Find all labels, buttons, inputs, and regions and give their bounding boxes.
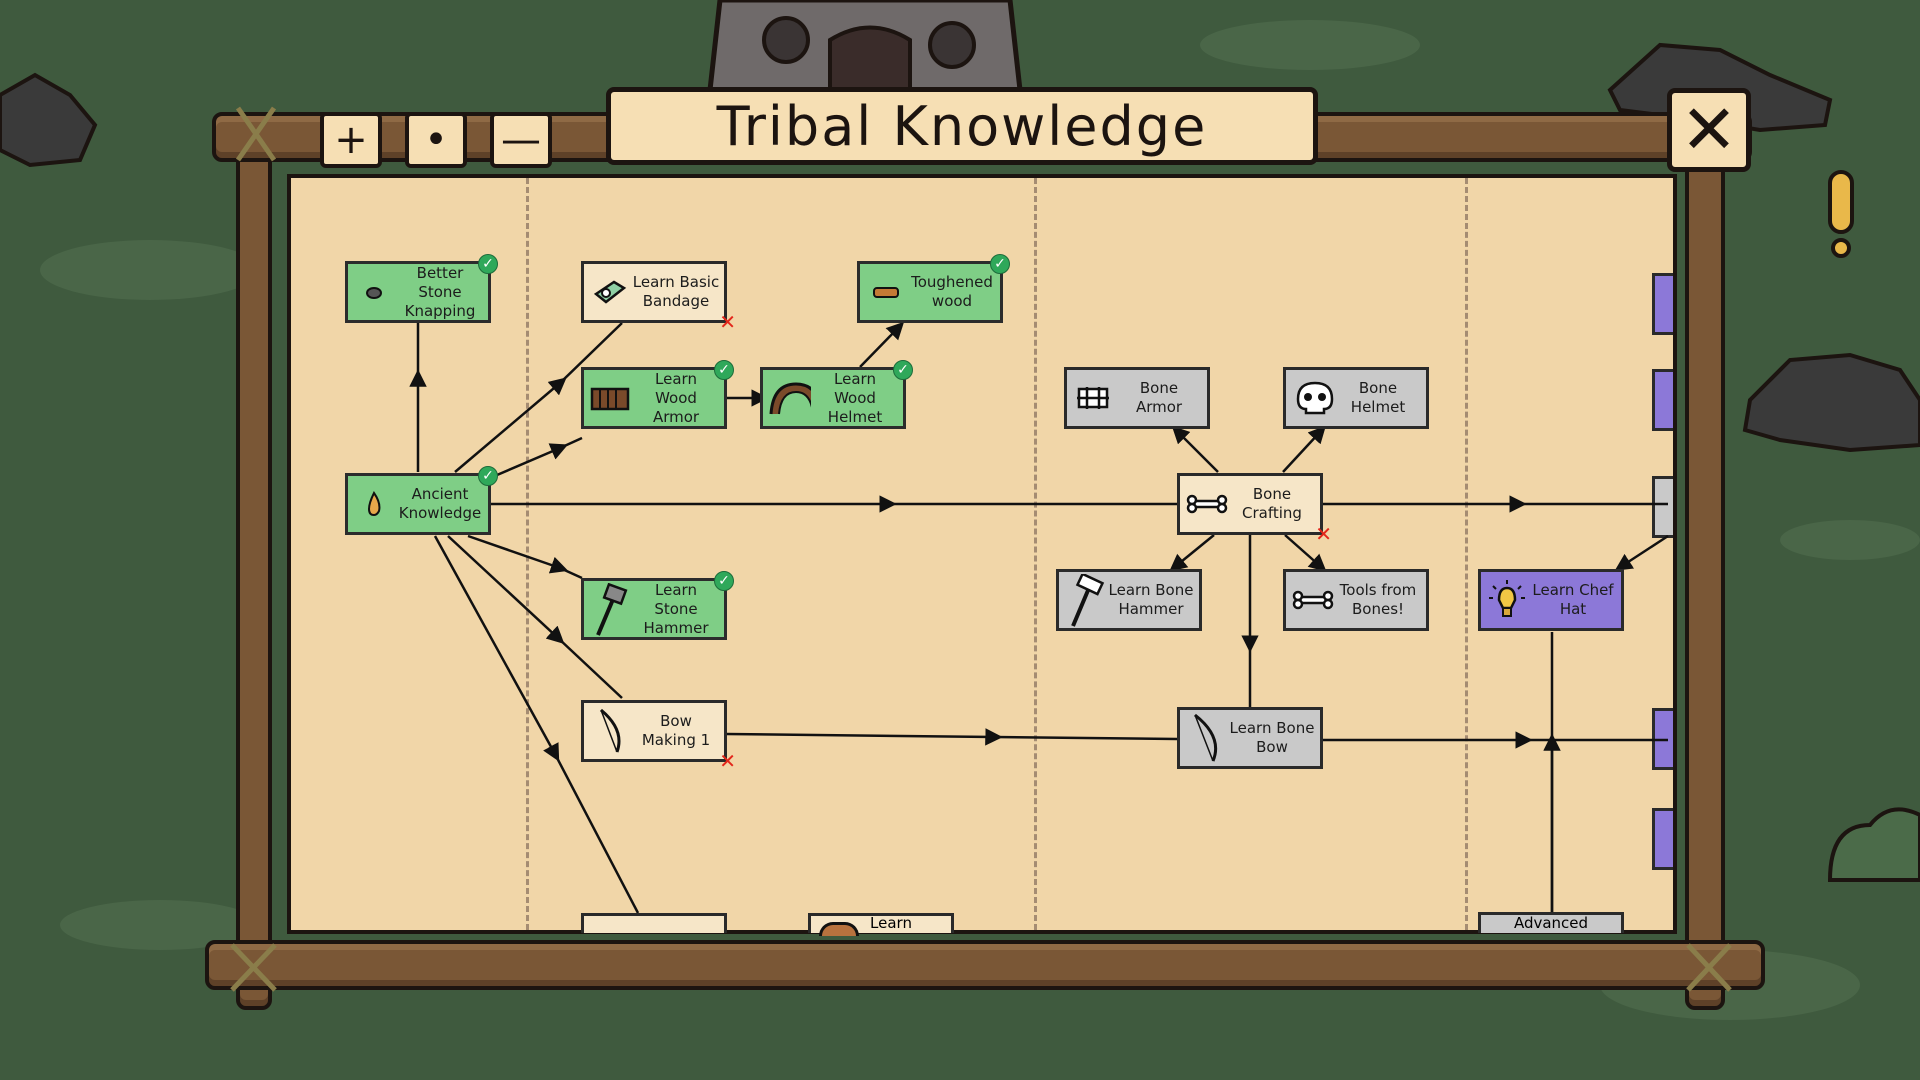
locked-node-offscreen[interactable] bbox=[1652, 476, 1673, 538]
node-learn-bone-hammer[interactable]: Learn Bone Hammer bbox=[1056, 569, 1202, 631]
bone-hammer-icon bbox=[1063, 574, 1107, 627]
skull-icon bbox=[1290, 376, 1334, 420]
node-label: Advanced bbox=[1513, 914, 1589, 932]
bone-icon bbox=[1290, 578, 1334, 622]
node-label: Learn Chef Hat bbox=[1532, 581, 1614, 618]
node-label: Learn Wood Armor bbox=[652, 369, 700, 426]
node-label: Ancient Knowledge bbox=[398, 485, 482, 522]
unavailable-x-icon: ✕ bbox=[1315, 522, 1332, 546]
special-node-offscreen[interactable] bbox=[1652, 369, 1673, 431]
bow-icon bbox=[588, 708, 632, 753]
wood-helmet-icon bbox=[767, 376, 811, 420]
node-label: Toughened wood bbox=[911, 273, 993, 310]
node-learn-wood-armor[interactable]: Learn Wood Armor ✓ bbox=[581, 360, 734, 429]
node-label: Learn Basic Bandage bbox=[632, 273, 720, 310]
node-bow-making-1[interactable]: Bow Making 1 ✕ bbox=[581, 700, 736, 773]
node-learn-chef-hat[interactable]: Learn Chef Hat bbox=[1478, 569, 1624, 631]
learned-check-icon: ✓ bbox=[714, 360, 734, 380]
zoom-reset-button[interactable]: • bbox=[405, 112, 467, 168]
node-ancient-knowledge[interactable]: Ancient Knowledge ✓ bbox=[345, 466, 498, 535]
learned-check-icon: ✓ bbox=[990, 254, 1010, 274]
node-label: Bow Making 1 bbox=[641, 712, 711, 749]
lightbulb-icon bbox=[1485, 578, 1529, 622]
page-title: Tribal Knowledge bbox=[606, 87, 1318, 165]
node-label: Learn Wood Helmet bbox=[827, 369, 883, 426]
learned-check-icon: ✓ bbox=[478, 466, 498, 486]
node-label: Learn Bone Bow bbox=[1229, 719, 1315, 756]
node-label: Learn Stone Hammer bbox=[643, 580, 709, 637]
stone-icon bbox=[352, 270, 396, 314]
node-learn-wood-helmet[interactable]: Learn Wood Helmet ✓ bbox=[760, 360, 913, 429]
wood-log-icon bbox=[864, 270, 908, 314]
node-bone-armor[interactable]: Bone Armor bbox=[1064, 367, 1210, 429]
node-partial-bottom-left[interactable] bbox=[581, 913, 727, 933]
wood-armor-icon bbox=[588, 376, 632, 420]
node-label: Bone Crafting bbox=[1242, 485, 1302, 522]
bowl-icon bbox=[819, 922, 859, 936]
node-learn-bone-bow[interactable]: Learn Bone Bow bbox=[1177, 707, 1323, 769]
tower-icon bbox=[707, 0, 1023, 93]
unavailable-x-icon: ✕ bbox=[719, 310, 736, 334]
special-node-offscreen[interactable] bbox=[1652, 808, 1673, 870]
unavailable-x-icon: ✕ bbox=[719, 749, 736, 773]
node-learn-stone-hammer[interactable]: Learn Stone Hammer ✓ bbox=[581, 571, 734, 640]
bone-armor-icon bbox=[1071, 376, 1115, 420]
tier-divider bbox=[1465, 178, 1468, 930]
node-toughened-wood[interactable]: Toughened wood ✓ bbox=[857, 254, 1010, 323]
node-label: Tools from Bones! bbox=[1339, 581, 1417, 618]
tier-divider bbox=[1034, 178, 1037, 930]
node-label: Bone Helmet bbox=[1350, 379, 1406, 416]
node-tools-from-bones[interactable]: Tools from Bones! bbox=[1283, 569, 1429, 631]
bone-icon bbox=[1184, 482, 1228, 526]
node-partial-advanced[interactable]: Advanced bbox=[1478, 912, 1624, 933]
alert-icon bbox=[1828, 170, 1858, 262]
rock-pile-icon bbox=[0, 42, 1920, 453]
close-icon: ✕ bbox=[1680, 90, 1738, 170]
node-label: Bone Armor bbox=[1135, 379, 1183, 416]
zoom-out-button[interactable]: — bbox=[490, 112, 552, 168]
node-label: Learn bbox=[870, 914, 912, 932]
node-learn-basic-bandage[interactable]: Learn Basic Bandage ✕ bbox=[581, 261, 736, 334]
bandage-icon bbox=[588, 270, 632, 314]
title-text: Tribal Knowledge bbox=[716, 94, 1208, 158]
stone-hammer-icon bbox=[588, 583, 632, 636]
learned-check-icon: ✓ bbox=[478, 254, 498, 274]
bow-icon bbox=[1184, 713, 1228, 762]
node-bone-crafting[interactable]: Bone Crafting ✕ bbox=[1177, 473, 1332, 546]
node-better-stone-knapping[interactable]: Better Stone Knapping ✓ bbox=[345, 254, 498, 323]
node-bone-helmet[interactable]: Bone Helmet bbox=[1283, 367, 1429, 429]
close-button[interactable]: ✕ bbox=[1667, 88, 1751, 172]
tier-divider bbox=[526, 178, 529, 930]
learned-check-icon: ✓ bbox=[893, 360, 913, 380]
flame-icon bbox=[352, 482, 396, 526]
node-label: Better Stone Knapping bbox=[404, 263, 476, 320]
bush-icon bbox=[1827, 807, 1920, 882]
special-node-offscreen[interactable] bbox=[1652, 273, 1673, 335]
learned-check-icon: ✓ bbox=[714, 571, 734, 591]
node-partial-learn[interactable]: Learn bbox=[808, 913, 954, 936]
node-label: Learn Bone Hammer bbox=[1108, 581, 1194, 618]
zoom-in-button[interactable]: + bbox=[320, 112, 382, 168]
